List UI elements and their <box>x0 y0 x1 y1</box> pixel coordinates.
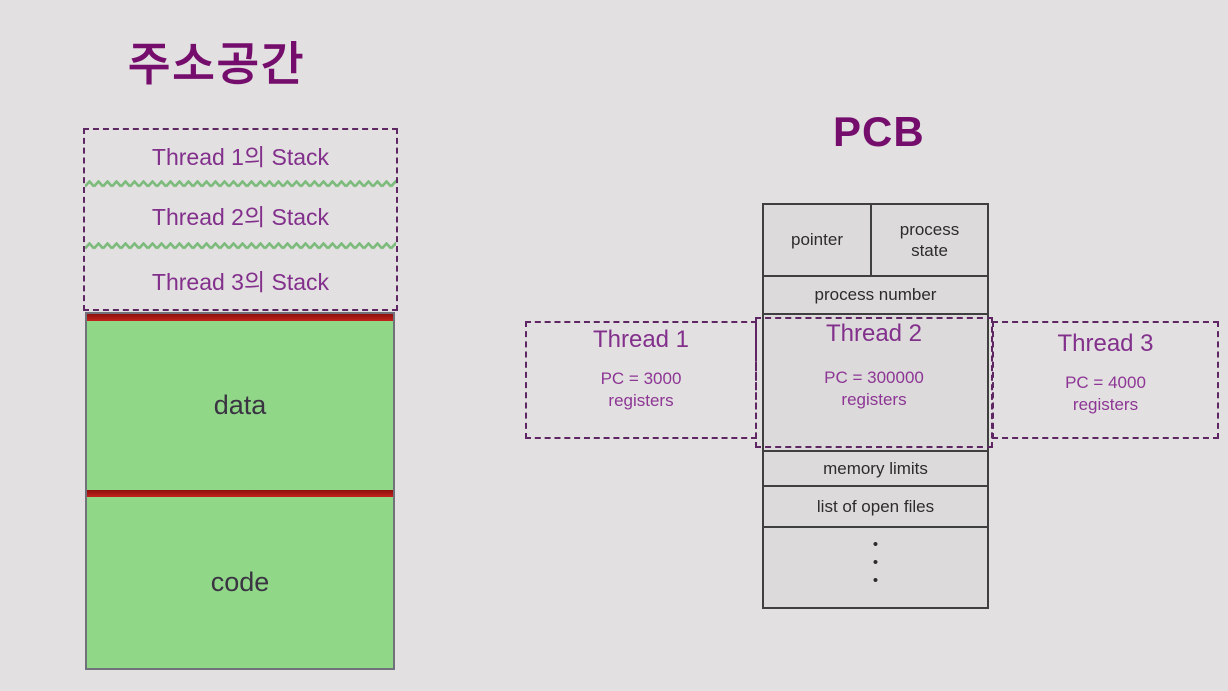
pcb-title: PCB <box>833 108 925 155</box>
thread3-stack-label: Thread 3의 Stack <box>151 268 330 295</box>
code-segment: code <box>210 567 270 597</box>
thread1-context-box: Thread 1 PC = 3000 registers <box>525 321 757 439</box>
red-divider-middle <box>87 490 393 497</box>
thread1-registers: registers <box>608 391 674 410</box>
pcb-cell-memory-limits: memory limits <box>764 452 987 487</box>
thread2-name: Thread 2 <box>825 320 923 347</box>
pcb-cell-ellipsis: • • • <box>764 528 987 607</box>
ellipsis-dot: • <box>872 572 879 589</box>
pcb-cell-open-files: list of open files <box>764 487 987 528</box>
thread1-pc: PC = 3000 <box>600 369 682 388</box>
thread2-registers: registers <box>841 390 907 409</box>
thread2-pc: PC = 300000 <box>824 368 924 387</box>
thread3-pc: PC = 4000 <box>1065 373 1146 392</box>
pcb-cell-process-state: process state <box>899 219 960 260</box>
zigzag-separator <box>85 180 396 188</box>
thread-stacks-box: Thread 1의 Stack Thread 2의 Stack Thread 3… <box>83 128 398 311</box>
thread3-registers: registers <box>1072 395 1139 414</box>
pcb-cell-pointer: pointer <box>764 205 872 275</box>
pcb-thread-context-area <box>764 315 987 452</box>
red-divider-top <box>87 314 393 321</box>
thread1-name: Thread 1 <box>592 326 690 353</box>
pcb-table: pointer process state process number mem… <box>762 203 989 609</box>
zigzag-separator <box>85 242 396 250</box>
thread1-stack-label: Thread 1의 Stack <box>151 144 330 170</box>
address-space-title: 주소공간 <box>128 38 306 90</box>
pcb-cell-process-number: process number <box>764 277 987 315</box>
ellipsis-dot: • <box>872 536 879 553</box>
ellipsis-dot: • <box>872 554 879 571</box>
thread3-context-box: Thread 3 PC = 4000 registers <box>992 321 1219 439</box>
process-memory-box: data code <box>85 312 395 670</box>
data-segment: data <box>213 390 267 420</box>
pcb-row-pointer-state: pointer process state <box>764 205 987 277</box>
thread3-name: Thread 3 <box>1057 330 1154 357</box>
thread2-context-box: Thread 2 PC = 300000 registers <box>755 317 993 448</box>
thread2-stack-label: Thread 2의 Stack <box>151 204 330 230</box>
